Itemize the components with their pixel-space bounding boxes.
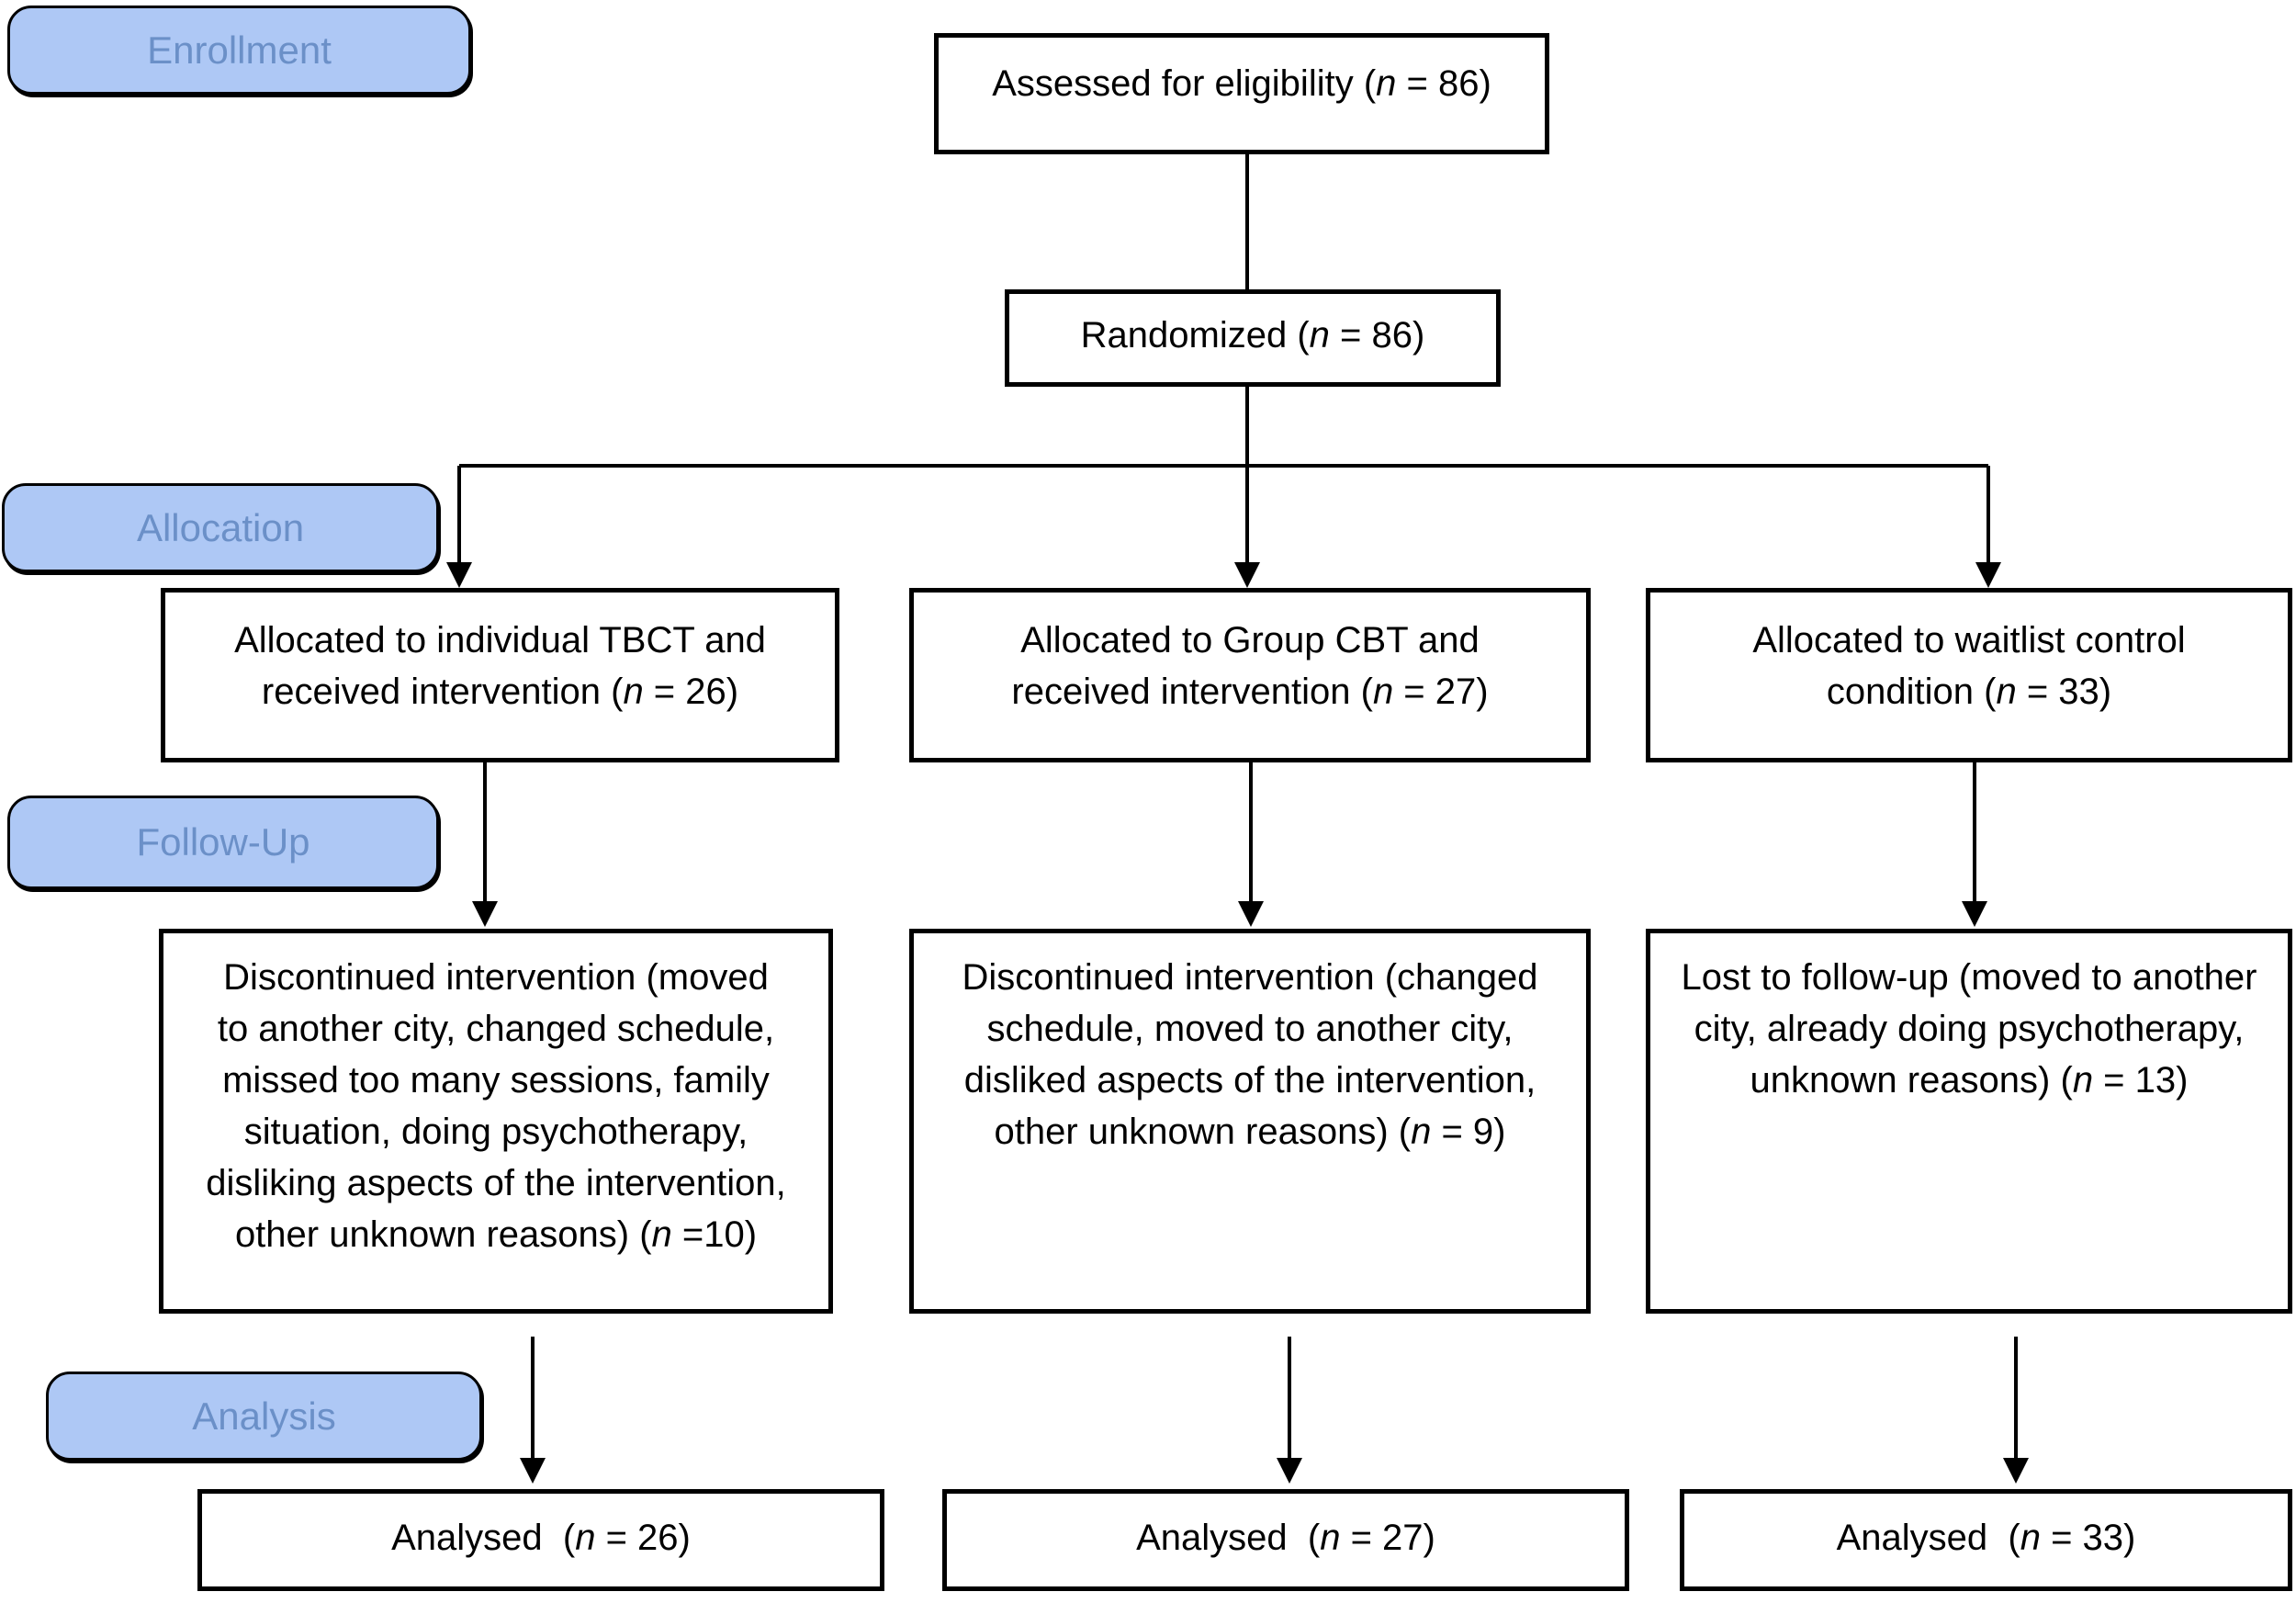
box-allocated-waitlist: Allocated to waitlist control condition … xyxy=(1646,588,2292,762)
box-allocated-tbct-text: Allocated to individual TBCT and receive… xyxy=(234,620,766,712)
n-symbol: n xyxy=(1320,1517,1341,1558)
arrowhead-alloc-to-fu-left xyxy=(472,901,498,927)
stage-label-enrollment-text: Enrollment xyxy=(147,28,332,72)
stage-label-follow-up: Follow-Up xyxy=(7,796,439,889)
box-discontinued-tbct-text: Discontinued intervention (moved to anot… xyxy=(206,957,786,1255)
box-analysed-tbct-text: Analysed (n = 26) xyxy=(391,1517,691,1558)
arrowhead-branch-right xyxy=(1975,562,2001,588)
n-symbol: n xyxy=(1411,1112,1432,1152)
stage-label-allocation-text: Allocation xyxy=(136,505,305,549)
arrowhead-branch-left xyxy=(446,562,472,588)
box-assessed-eligibility: Assessed for eligibility (n = 86) xyxy=(934,33,1549,154)
box-randomized-text: Randomized (n = 86) xyxy=(1080,315,1425,356)
n-symbol: n xyxy=(1996,672,2017,712)
n-symbol: n xyxy=(2072,1060,2094,1101)
box-analysed-cbt: Analysed (n = 27) xyxy=(942,1489,1629,1591)
n-symbol: n xyxy=(1309,315,1330,356)
n-symbol: n xyxy=(651,1214,672,1255)
n-symbol: n xyxy=(575,1517,596,1558)
arrowhead-alloc-to-fu-mid xyxy=(1238,901,1264,927)
box-analysed-waitlist-text: Analysed (n = 33) xyxy=(1836,1517,2136,1558)
box-allocated-waitlist-text: Allocated to waitlist control condition … xyxy=(1752,620,2186,712)
box-assessed-eligibility-text: Assessed for eligibility (n = 86) xyxy=(992,63,1491,104)
arrowhead-alloc-to-fu-right xyxy=(1962,901,1987,927)
arrowhead-fu-to-an-left xyxy=(520,1458,546,1484)
stage-label-analysis-text: Analysis xyxy=(192,1394,336,1438)
box-discontinued-cbt: Discontinued intervention (changed sched… xyxy=(909,929,1591,1314)
box-analysed-waitlist: Analysed (n = 33) xyxy=(1680,1489,2292,1591)
box-analysed-tbct: Analysed (n = 26) xyxy=(197,1489,884,1591)
box-randomized: Randomized (n = 86) xyxy=(1005,289,1501,387)
arrowhead-fu-to-an-mid xyxy=(1277,1458,1302,1484)
box-discontinued-cbt-text: Discontinued intervention (changed sched… xyxy=(962,957,1538,1152)
n-symbol: n xyxy=(623,672,644,712)
arrowhead-branch-mid xyxy=(1234,562,1260,588)
box-lost-followup-waitlist-text: Lost to follow-up (moved to another city… xyxy=(1681,957,2257,1101)
box-allocated-group-cbt: Allocated to Group CBT and received inte… xyxy=(909,588,1591,762)
stage-label-analysis: Analysis xyxy=(46,1372,482,1461)
stage-label-follow-up-text: Follow-Up xyxy=(136,820,310,864)
n-symbol: n xyxy=(2020,1517,2041,1558)
box-lost-followup-waitlist: Lost to follow-up (moved to another city… xyxy=(1646,929,2292,1314)
n-symbol: n xyxy=(1372,672,1394,712)
box-allocated-group-cbt-text: Allocated to Group CBT and received inte… xyxy=(1011,620,1489,712)
box-analysed-cbt-text: Analysed (n = 27) xyxy=(1136,1517,1435,1558)
arrowhead-fu-to-an-right xyxy=(2003,1458,2029,1484)
box-discontinued-tbct: Discontinued intervention (moved to anot… xyxy=(159,929,833,1314)
n-symbol: n xyxy=(1376,63,1397,104)
stage-label-enrollment: Enrollment xyxy=(7,6,471,95)
stage-label-allocation: Allocation xyxy=(2,483,439,572)
box-allocated-tbct: Allocated to individual TBCT and receive… xyxy=(161,588,839,762)
